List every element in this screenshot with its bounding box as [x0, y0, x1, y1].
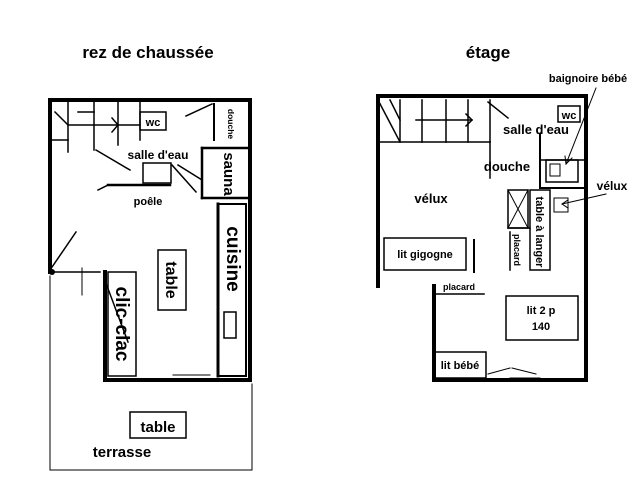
velux-arrow — [561, 193, 607, 205]
clic-clac-sofa — [107, 271, 137, 377]
lit-bebe — [433, 351, 487, 379]
kitchen-appliance — [223, 311, 237, 339]
terrace-label: terrasse — [93, 444, 151, 461]
upper-floor-title: étage — [466, 43, 510, 62]
ground-wc-label: wc — [145, 117, 161, 129]
terrace-table-label: table — [140, 419, 175, 436]
upper-salle-deau-label: salle d'eau — [503, 122, 569, 137]
cuisine-label: cuisine — [222, 226, 243, 291]
upper-douche-label: douche — [484, 159, 530, 174]
ground-douche-label: douche — [226, 109, 236, 139]
placard-label: placard — [443, 282, 475, 292]
lit-2p — [505, 295, 579, 341]
upper-floor-stairs — [376, 98, 491, 144]
ground-floor-stairs — [49, 99, 141, 153]
changing-table — [529, 189, 551, 271]
ground-table — [157, 249, 187, 311]
clic-clac-label: clic-clac — [111, 287, 132, 362]
lit-gigogne — [383, 237, 467, 271]
upper-floor-plan — [376, 87, 607, 382]
poele-label: poêle — [134, 196, 163, 208]
ground-floor-title: rez de chaussée — [82, 43, 213, 62]
lit-gigogne-label: lit gigogne — [397, 249, 453, 261]
placard-vertical-label: placard — [512, 234, 522, 266]
table-a-langer-label: table à langer — [533, 197, 545, 269]
velux-right-label: vélux — [597, 179, 628, 193]
upper-wc-box — [557, 105, 581, 123]
baignoire-arrow — [565, 87, 597, 165]
lit-2p-size-label: 140 — [532, 321, 550, 333]
ground-salle-deau-label: salle d'eau — [128, 148, 189, 162]
poele-symbol — [142, 162, 172, 184]
upper-wc-label: wc — [561, 110, 577, 122]
ground-floor-plan — [48, 98, 253, 471]
ground-table-label: table — [162, 261, 179, 298]
baignoire-bebe-label: baignoire bébé — [549, 73, 627, 85]
ground-floor-outer-wall — [48, 98, 252, 382]
lit-bebe-label: lit bébé — [441, 360, 480, 372]
sauna-label: sauna — [220, 152, 237, 196]
terrace-outline — [49, 275, 253, 471]
lit-2p-label: lit 2 p — [527, 305, 556, 317]
terrace-table — [129, 411, 187, 439]
ground-wc-box — [139, 111, 167, 131]
velux-left-label: vélux — [414, 191, 448, 206]
baby-bath — [545, 159, 579, 183]
